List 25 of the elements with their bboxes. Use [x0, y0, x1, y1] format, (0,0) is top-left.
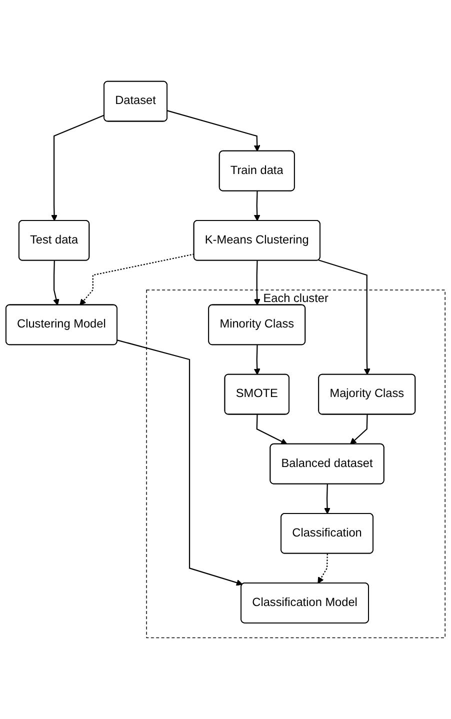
process-box: Dataset [104, 80, 168, 122]
arrow [167, 110, 260, 152]
arrow [256, 414, 288, 445]
arrow [324, 484, 330, 514]
arrow [80, 254, 194, 306]
process-box: Balanced dataset [270, 443, 384, 484]
process-box: Clustering Model [5, 304, 118, 346]
arrow [350, 414, 368, 445]
arrow [318, 554, 328, 584]
arrow [117, 340, 243, 586]
process-box: Minority Class [208, 304, 306, 346]
process-box: Train data [218, 150, 295, 192]
arrow [254, 191, 260, 222]
process-box: Classification Model [240, 582, 369, 624]
arrow [51, 114, 105, 222]
arrow [53, 260, 60, 306]
process-box: Classification [280, 512, 374, 554]
region-title: Each cluster [263, 292, 328, 305]
process-box: Majority Class [318, 374, 416, 415]
arrow [254, 345, 260, 375]
process-box: Test data [18, 220, 90, 261]
process-box: K-Means Clustering [193, 220, 320, 261]
arrow [254, 260, 260, 306]
process-box: SMOTE [224, 374, 290, 415]
arrow [318, 260, 370, 375]
